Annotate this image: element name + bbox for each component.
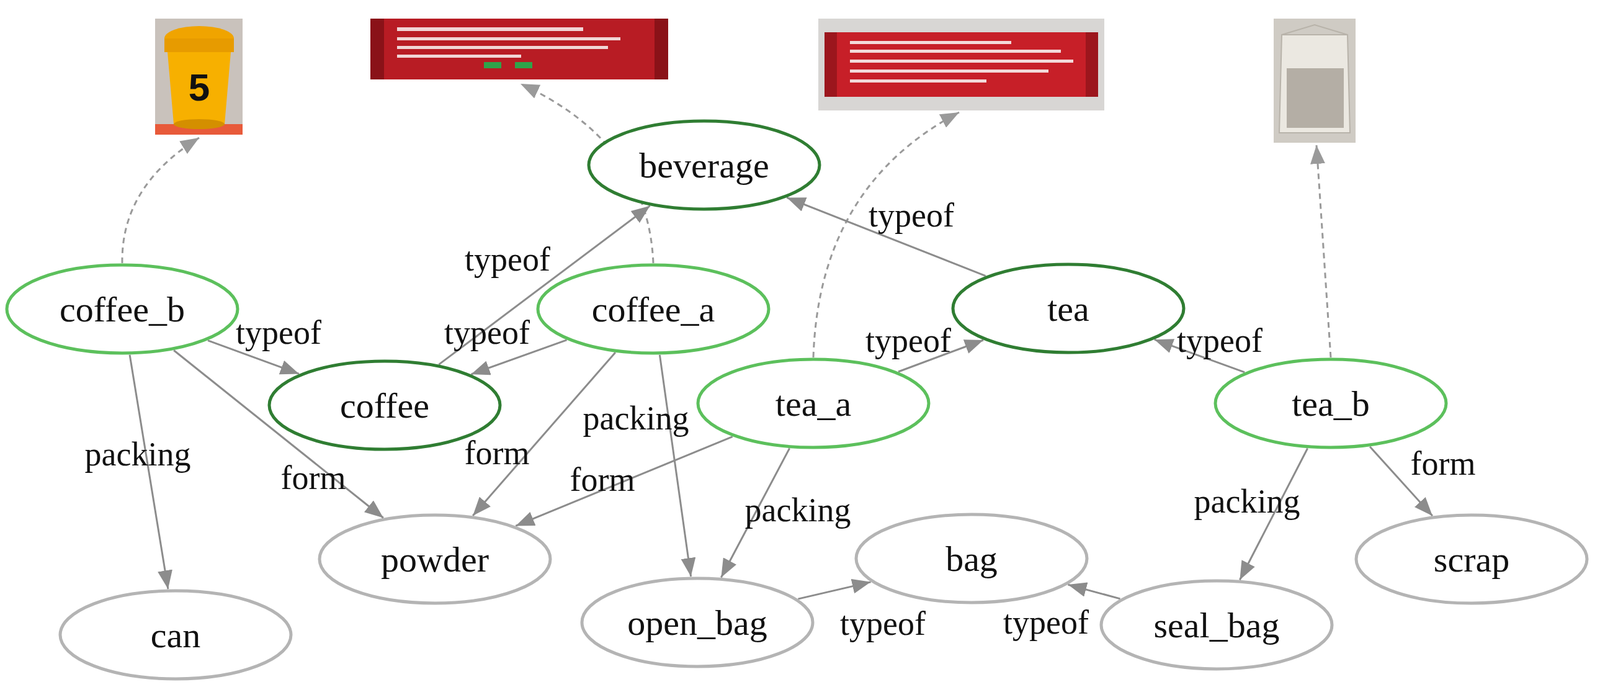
node-label: coffee_b (59, 288, 185, 331)
relation-label: typeof (840, 604, 926, 643)
relation-label: typeof (464, 240, 551, 279)
relation-label: typeof (1176, 321, 1263, 360)
packet-print (849, 79, 987, 83)
ellipse-shape (952, 264, 1184, 353)
entity-ellipse: coffee_a (536, 263, 771, 355)
packet-seal (370, 18, 385, 80)
packet-photo (370, 18, 669, 80)
packet-seal (824, 32, 837, 97)
relation-label: packing (583, 398, 690, 438)
ellipse-shape (319, 514, 551, 604)
node-label: tea (1047, 287, 1090, 330)
relation-label: typeof (235, 313, 322, 352)
node-label: coffee_a (591, 288, 716, 331)
packet-print (397, 45, 608, 50)
packet-print (514, 62, 533, 69)
entity-ellipse: bag (854, 512, 1089, 605)
cup-lid (164, 38, 234, 53)
image-leader (122, 137, 200, 264)
ellipse-shape (856, 514, 1087, 603)
packet-print (849, 40, 1012, 45)
packet-print (849, 49, 1061, 53)
relation-label: typeof (1003, 603, 1089, 642)
packet-print (483, 62, 502, 69)
teabag-fold (1281, 24, 1348, 35)
node-label: can (150, 614, 202, 656)
node-label: seal_bag (1153, 604, 1280, 646)
entity-ellipse: tea_b (1213, 357, 1449, 450)
entity-ellipse: coffee_b (4, 263, 240, 355)
relation-arrow (659, 354, 691, 577)
entity-ellipse: scrap (1354, 513, 1589, 605)
photo-background (818, 18, 1105, 111)
relation-label: typeof (865, 321, 952, 360)
entity-ellipse: can (58, 588, 293, 681)
relation-arrow (1067, 584, 1120, 599)
cup-photo (155, 18, 243, 135)
relation-label: form (1410, 444, 1476, 483)
teabag-photo (1273, 18, 1356, 143)
ellipse-shape (1215, 359, 1447, 448)
packet-seal (1085, 32, 1099, 97)
node-label: coffee (339, 384, 430, 427)
node-label: bag (945, 537, 998, 580)
relation-label: packing (745, 490, 852, 530)
packet-print (849, 59, 1074, 63)
packet-body (370, 18, 669, 80)
packet-body (824, 32, 1099, 97)
ellipse-shape (588, 120, 820, 210)
relation-arrow (797, 581, 871, 599)
image-leader (1316, 145, 1331, 358)
packet-print (397, 37, 621, 41)
packet-print (849, 69, 1049, 73)
entity-ellipse: beverage (586, 119, 822, 211)
relation-label: typeof (868, 196, 955, 235)
packet-seal (654, 18, 669, 80)
entity-ellipse: powder (317, 513, 553, 605)
entity-ellipse: tea (951, 262, 1186, 355)
ellipse-shape (6, 264, 238, 354)
node-label: open_bag (627, 601, 768, 644)
node-label: scrap (1433, 538, 1510, 581)
relation-label: packing (84, 434, 192, 474)
packet-photo (818, 18, 1105, 111)
relation-label: packing (1194, 482, 1301, 521)
relation-label: form (281, 458, 347, 497)
entity-ellipse: open_bag (580, 576, 815, 669)
node-label: tea_b (1291, 382, 1370, 425)
entity-ellipse: tea_a (696, 357, 931, 450)
ellipse-shape (697, 359, 929, 448)
cup-body (167, 52, 231, 125)
packet-print (397, 54, 522, 58)
tea-leaves (1286, 68, 1344, 128)
cup-number: 5 (188, 65, 210, 110)
node-label: tea_a (775, 382, 852, 425)
image-leader (813, 112, 960, 358)
ellipse-shape (1356, 514, 1587, 604)
ellipse-shape (1101, 580, 1332, 669)
relation-label: form (464, 433, 530, 473)
ellipse-shape (537, 264, 769, 354)
relation-label: form (570, 460, 636, 499)
ellipse-shape (581, 578, 813, 667)
entity-ellipse: seal_bag (1099, 578, 1334, 671)
node-label: powder (380, 538, 489, 581)
node-label: beverage (639, 144, 769, 187)
packet-print (397, 27, 584, 32)
relation-label: typeof (444, 313, 530, 352)
photo-background (155, 18, 243, 135)
teabag-body (1279, 34, 1350, 133)
photo-background (1273, 18, 1356, 143)
ellipse-shape (60, 590, 291, 679)
relation-arrow (515, 436, 733, 527)
cup-body (173, 119, 225, 130)
